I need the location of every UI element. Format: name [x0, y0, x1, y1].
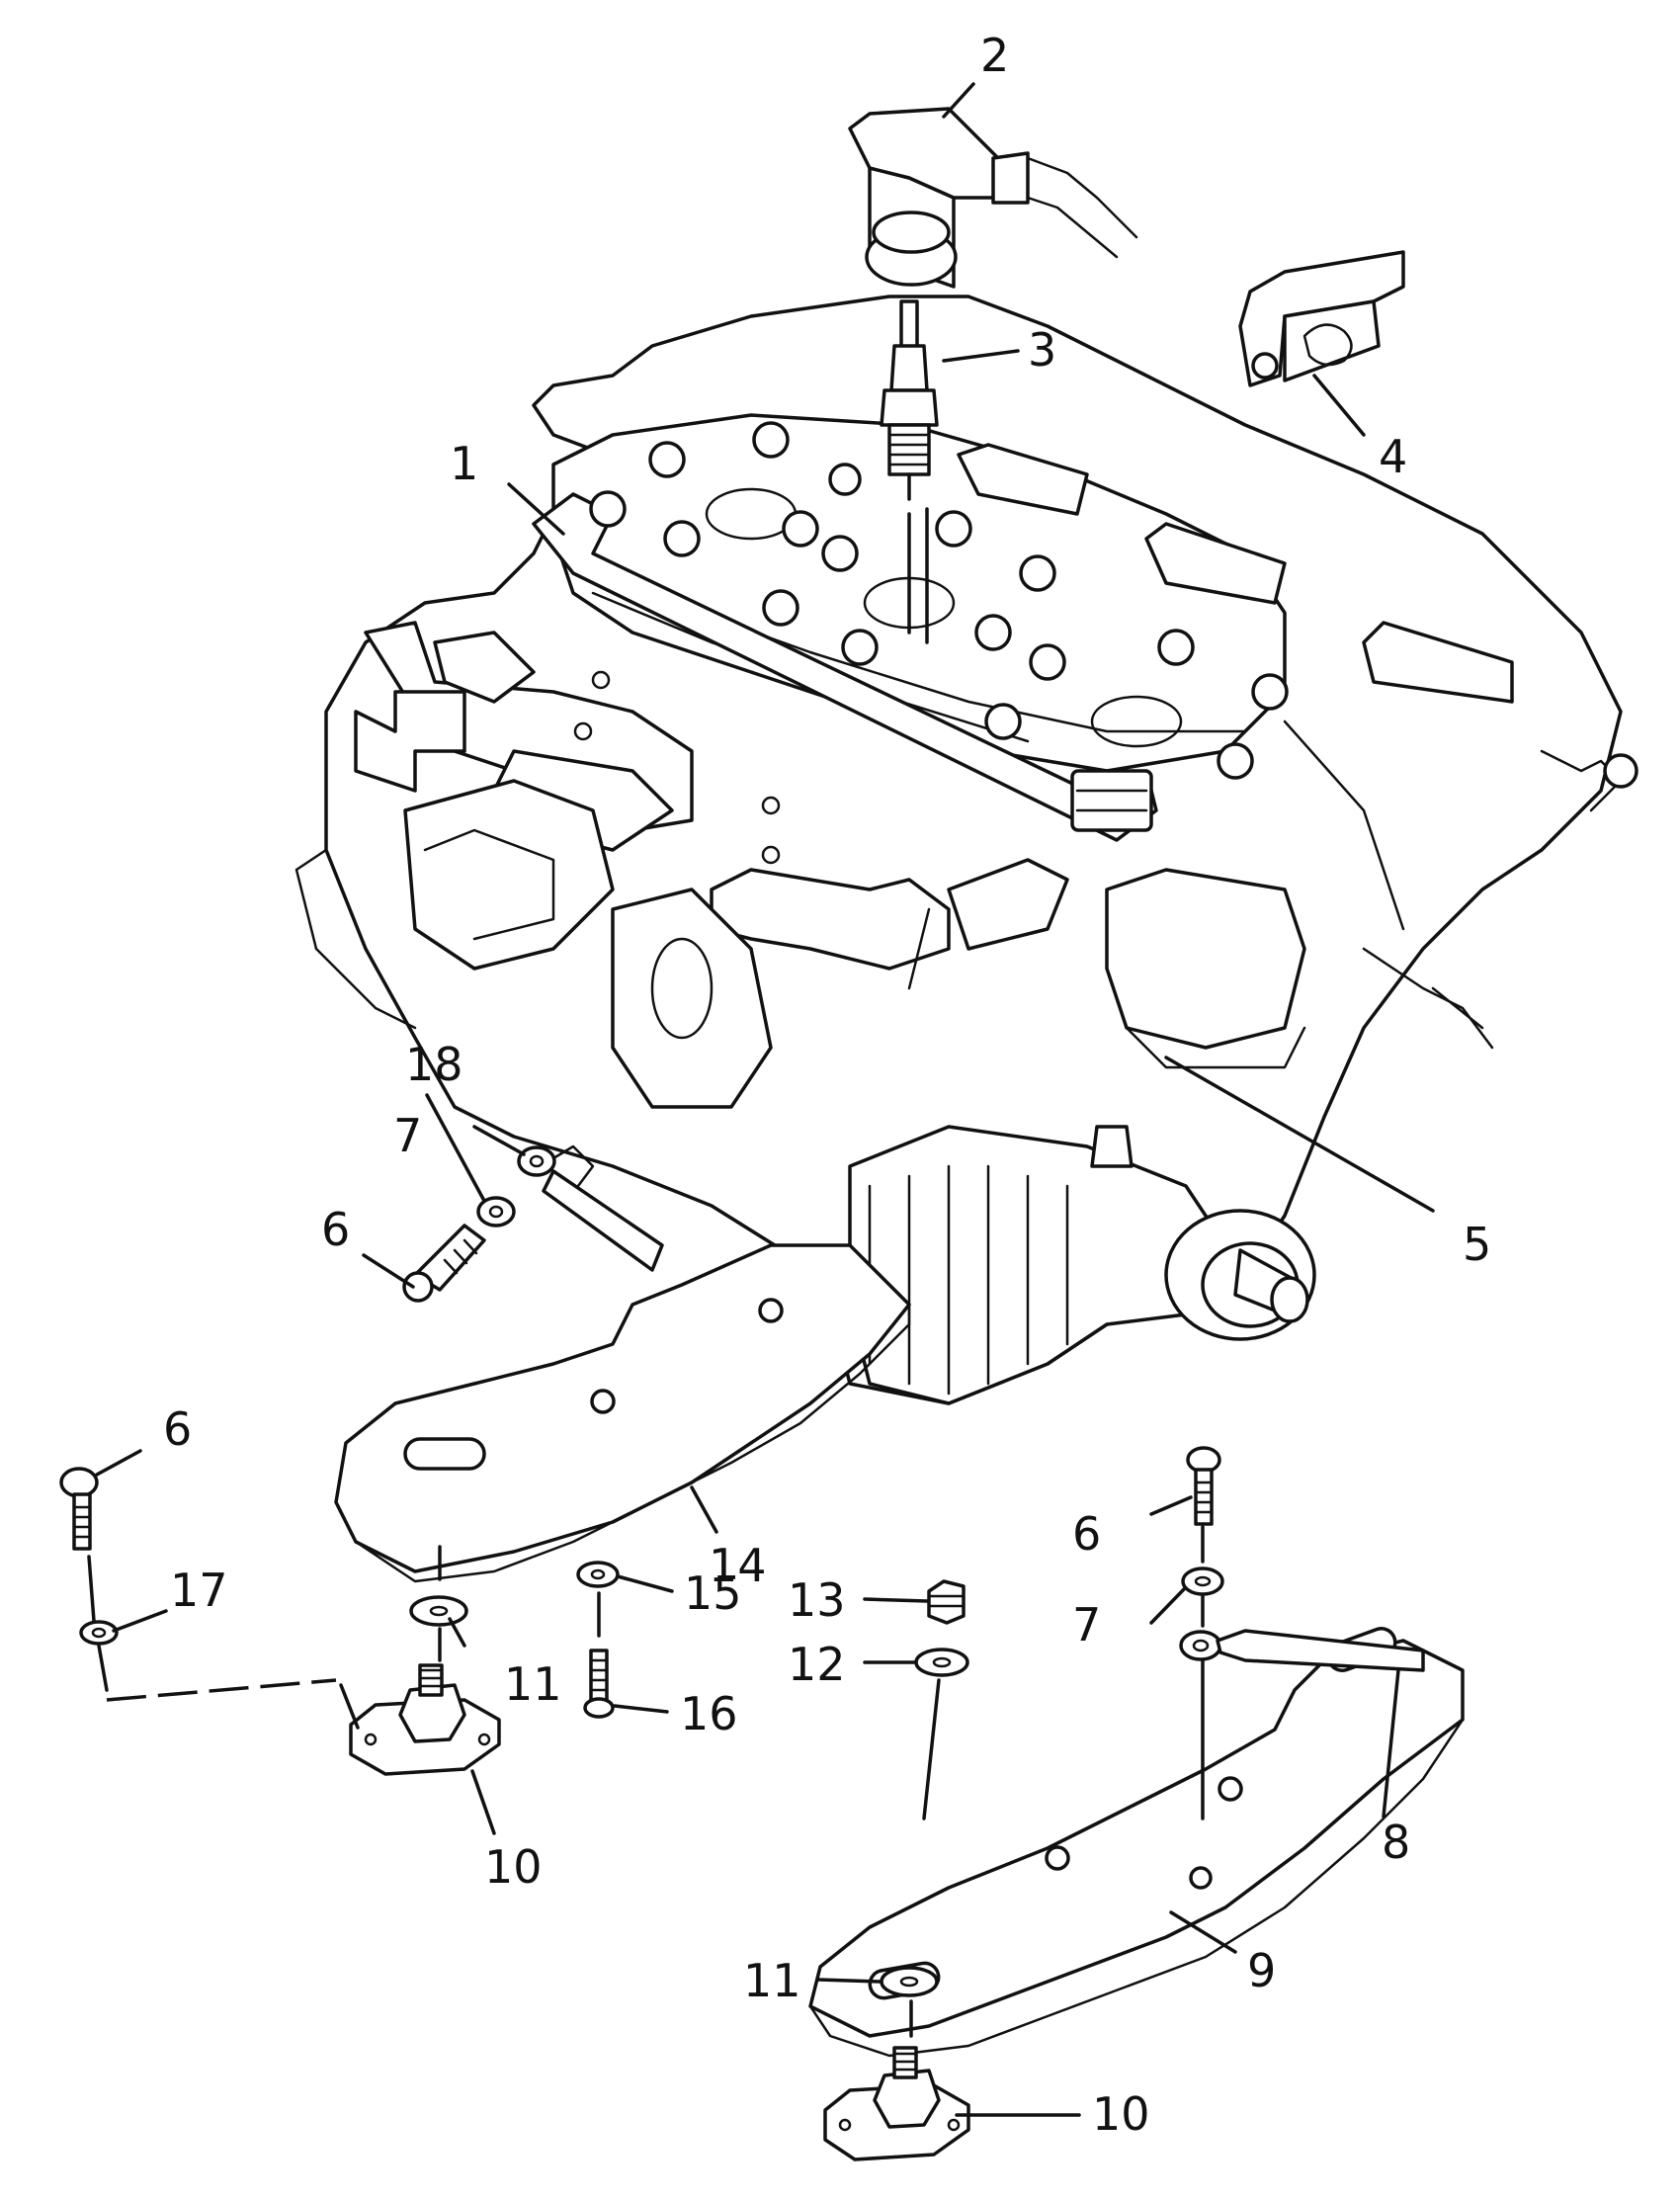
spark-plug-cap	[848, 107, 1138, 289]
rubber-mount-right	[823, 2046, 970, 2161]
manifold-gasket	[1238, 250, 1405, 387]
ground-strap-front	[1179, 1629, 1425, 1672]
leader-lines	[95, 82, 1435, 2117]
callout-4: 4	[1379, 430, 1407, 483]
bolt-16	[583, 1649, 615, 1719]
ground-strap-rear	[517, 1144, 664, 1272]
spark-plug	[880, 299, 939, 635]
callout-6-left: 6	[163, 1402, 192, 1456]
callout-10-front: 10	[1092, 2087, 1150, 2141]
rubber-mount-left	[349, 1663, 501, 1776]
engine-block	[294, 295, 1638, 1405]
callout-5: 5	[1463, 1218, 1491, 1271]
callout-16: 16	[680, 1687, 738, 1740]
bolt-6-front	[1186, 1446, 1221, 1526]
washer-15	[576, 1561, 620, 1588]
washer-11-right	[880, 1966, 939, 1997]
callout-14: 14	[709, 1539, 767, 1592]
washer-7-rear	[476, 1196, 516, 1227]
callout-7-rear: 7	[393, 1109, 422, 1162]
callout-1: 1	[450, 437, 478, 490]
callout-15: 15	[684, 1566, 742, 1620]
callout-8: 8	[1382, 1816, 1410, 1869]
callout-18: 18	[405, 1038, 463, 1091]
callout-9: 9	[1247, 1944, 1276, 1997]
nut-13	[927, 1579, 966, 1625]
washer-11-left-hole	[429, 1605, 449, 1617]
callout-6-rear: 6	[321, 1203, 350, 1256]
callout-17: 17	[170, 1564, 228, 1617]
callout-11-left: 11	[504, 1657, 562, 1711]
callout-6-front: 6	[1072, 1507, 1101, 1561]
washer-17	[79, 1620, 119, 1646]
washer-7-front	[1181, 1566, 1224, 1596]
washer-11-left	[409, 1595, 468, 1627]
callout-10-left: 10	[484, 1840, 543, 1894]
callout-11-front: 11	[743, 1954, 801, 2007]
callout-3: 3	[1028, 323, 1056, 377]
callout-labels: 1 2 3 4 5 6 6 6 7 7 8 9 10 10 11 11 12 1…	[163, 29, 1491, 2141]
washer-11-right-hole	[899, 1976, 919, 1988]
callout-2: 2	[980, 29, 1009, 82]
callout-12: 12	[788, 1638, 846, 1691]
head-bolts	[589, 421, 1289, 780]
callout-7-front: 7	[1072, 1598, 1101, 1651]
washer-12	[914, 1648, 969, 1677]
callout-13: 13	[788, 1573, 846, 1627]
bolt-6-left	[59, 1467, 99, 1551]
assembly-lines	[87, 507, 1205, 2038]
bolt-6-rear	[402, 1224, 486, 1303]
engine-mount-plate-rear	[334, 1243, 911, 1583]
